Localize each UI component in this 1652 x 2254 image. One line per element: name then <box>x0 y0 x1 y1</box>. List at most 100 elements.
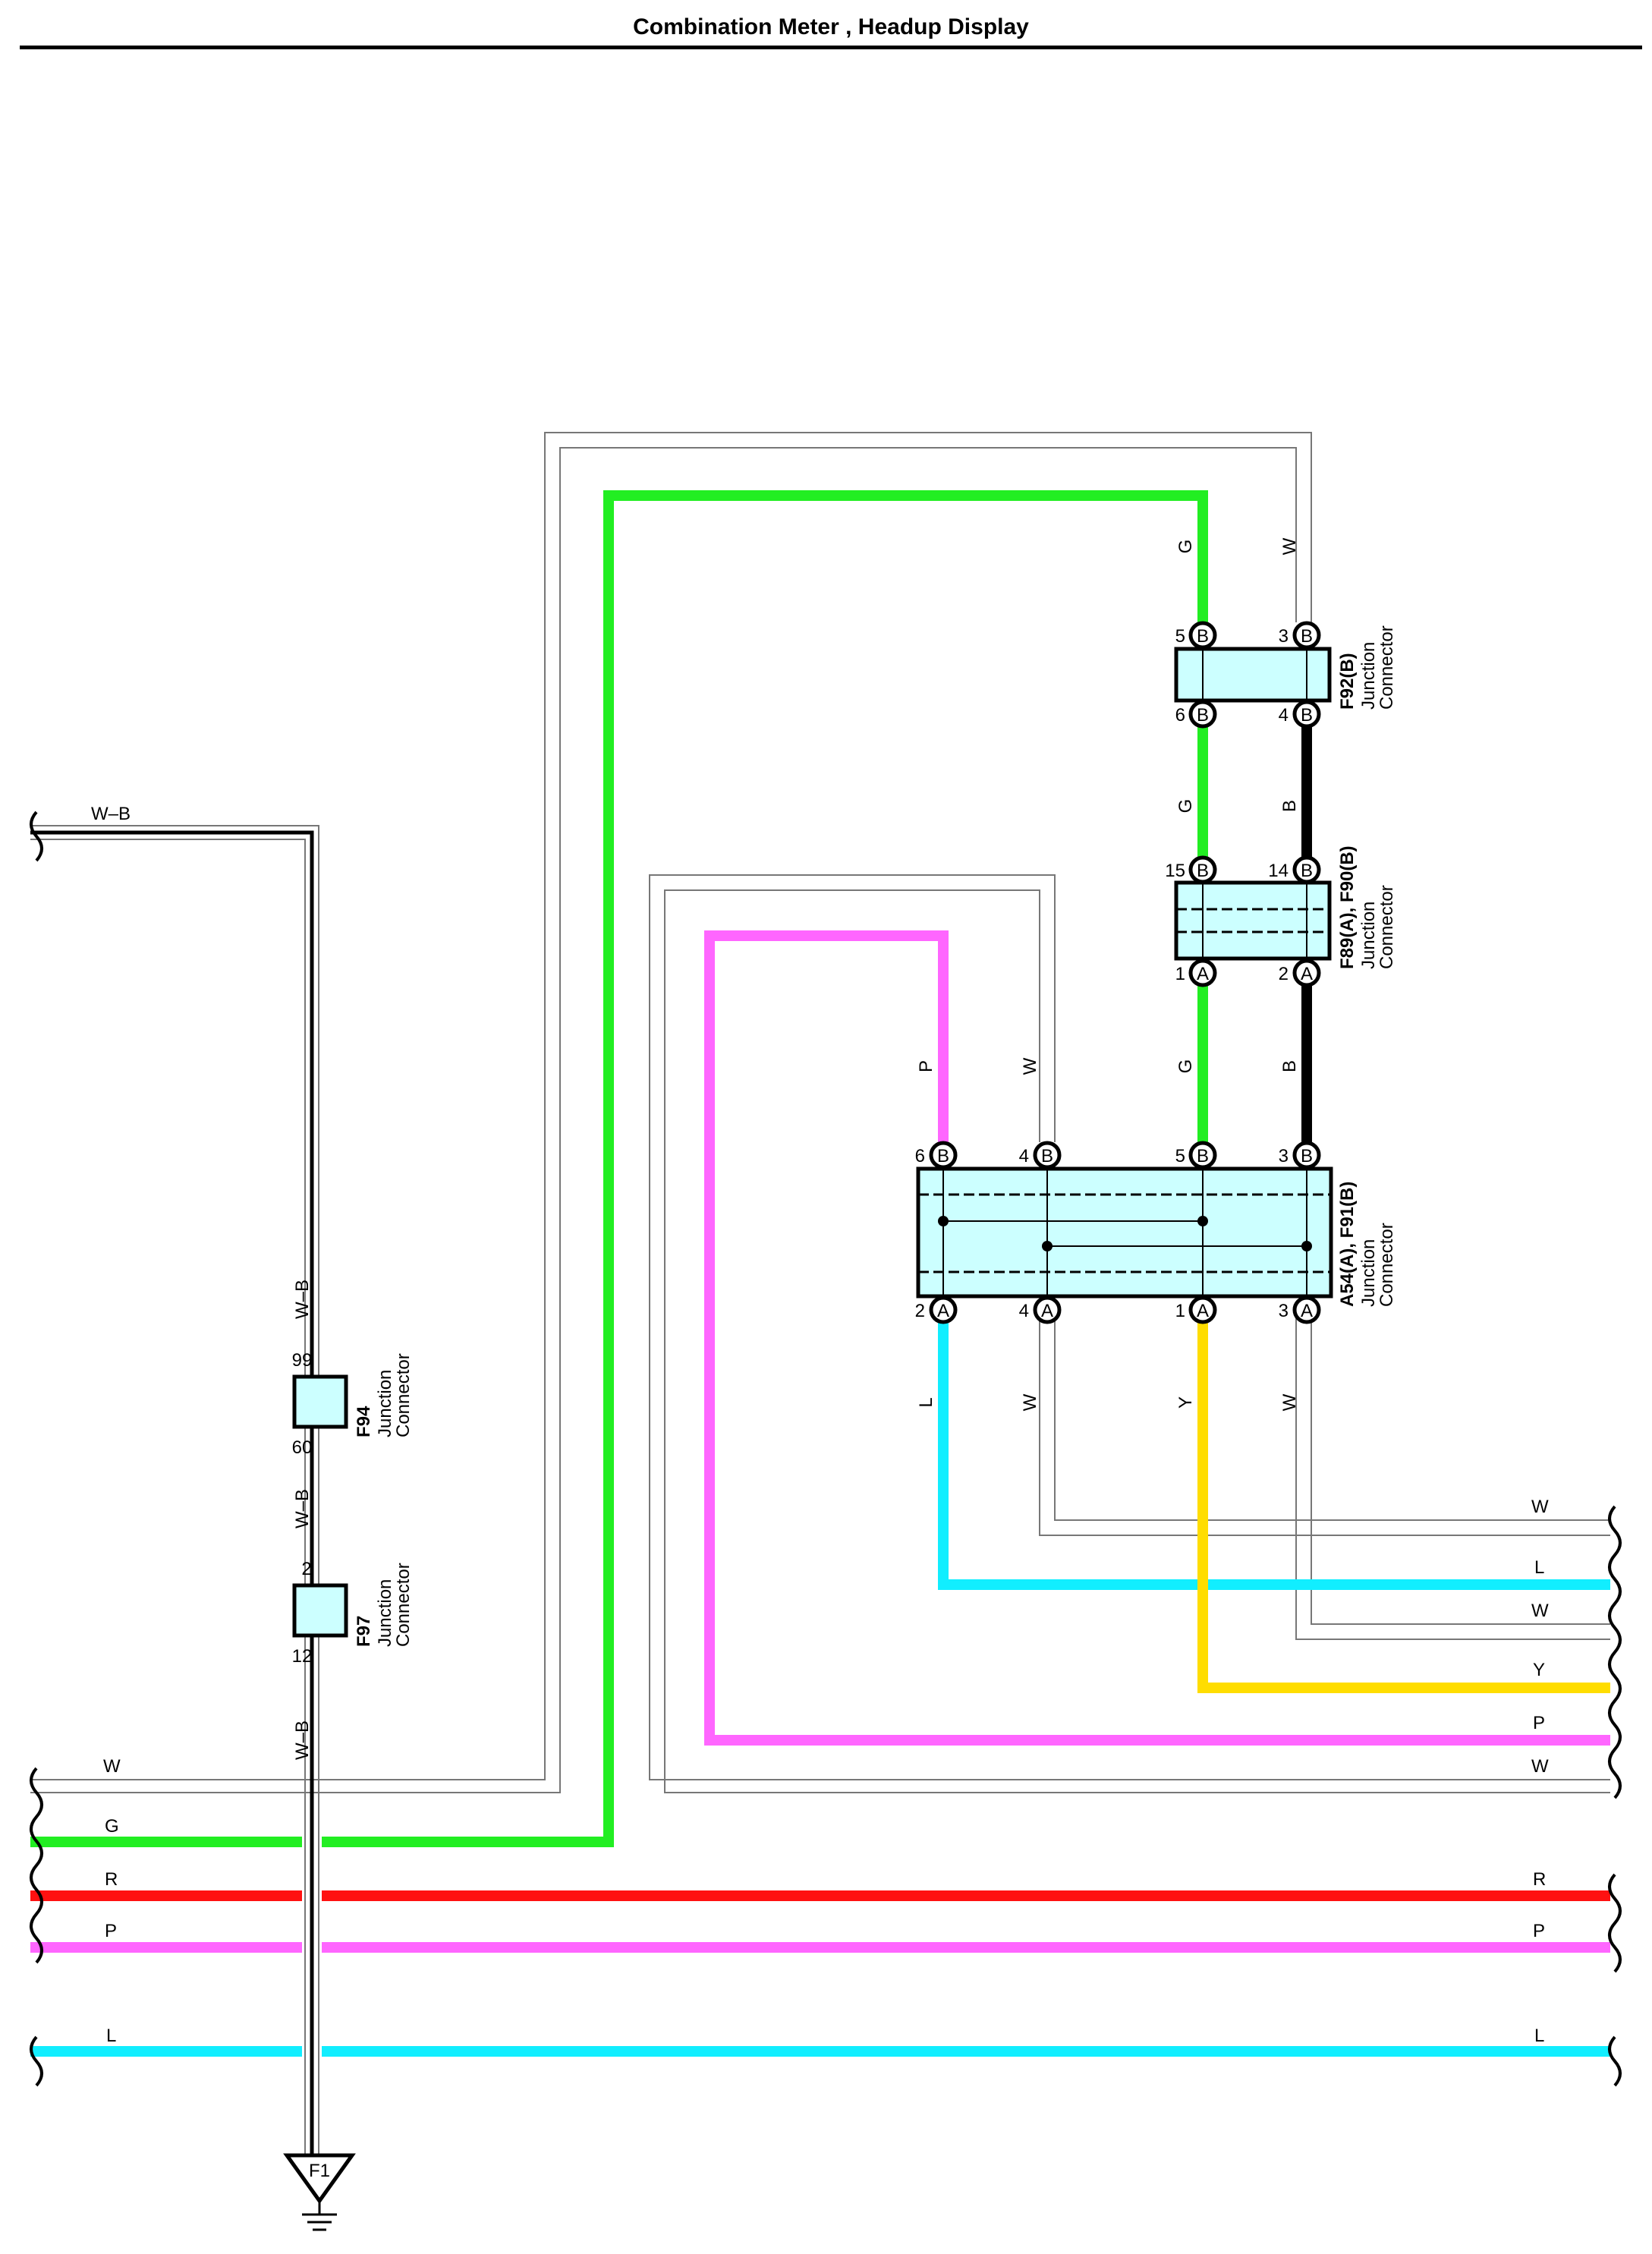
edge-label: P <box>1533 1713 1545 1733</box>
pin-letter: A <box>1197 964 1209 984</box>
wire-w-a54-b3 <box>1311 1313 1610 1625</box>
edge-label: Y <box>1533 1660 1545 1680</box>
pin-number: 15 <box>1165 861 1185 881</box>
connector-names: F92(B) Junction Connector F89(A), F90(B)… <box>354 625 1397 1647</box>
wire-w-a54-b4 <box>1054 1313 1610 1521</box>
connector-type: Junction <box>1358 642 1379 710</box>
wire-label: W <box>1279 537 1300 555</box>
wire-l-a54 <box>938 1313 1610 1590</box>
connector-type: Junction <box>375 1370 395 1437</box>
wire-label: B <box>1279 1060 1300 1072</box>
ground-triangle <box>283 2153 356 2205</box>
wire-label: B <box>1279 800 1300 812</box>
pin-number: 5 <box>1175 1146 1185 1166</box>
wire-g <box>30 490 1208 1847</box>
edge-label: L <box>1534 2026 1544 2046</box>
wire-label: W <box>1020 1393 1040 1411</box>
pin-number: 4 <box>1279 705 1289 726</box>
ground-label: F1 <box>309 2161 330 2181</box>
wire-label: W–B <box>292 1720 313 1760</box>
connector-f97 <box>292 1583 348 1638</box>
wire-label-wb-left: W–B <box>91 804 131 824</box>
pin-letter: B <box>937 1146 949 1166</box>
edge-label: R <box>105 1869 118 1890</box>
pin-letter: A <box>1301 964 1313 984</box>
pin-letter: A <box>1301 1301 1313 1321</box>
wire-w-a54-b3-2 <box>1295 1313 1610 1640</box>
pin-number: 2 <box>301 1559 311 1579</box>
wb-crossovers <box>302 1829 322 2064</box>
wire-w-outer-2 <box>30 447 1297 1793</box>
pin-number: 99 <box>292 1350 313 1371</box>
connector-sub: Connector <box>1377 625 1397 710</box>
right-edge-labels: W L W Y P W R P L <box>1531 1497 1549 2046</box>
pin-letter: A <box>1197 1301 1209 1321</box>
edge-label: P <box>1533 1921 1545 1941</box>
pin-number: 6 <box>915 1146 925 1166</box>
pin-letter: B <box>1197 705 1209 726</box>
wire-label: W–B <box>292 1489 313 1528</box>
wire-label: W–B <box>91 804 131 824</box>
f97-body <box>292 1583 348 1638</box>
wire-label: W–B <box>292 1280 313 1319</box>
wire-w-a54-b4-2 <box>1039 1313 1610 1536</box>
a54-body <box>916 1166 1333 1299</box>
pin-letter: B <box>1301 705 1313 726</box>
pin-letter: B <box>1301 626 1313 647</box>
wire-wb <box>30 825 319 2155</box>
pin-number: 4 <box>1019 1146 1029 1166</box>
pin-number: 14 <box>1268 861 1289 881</box>
connector-name: F97 <box>354 1616 374 1647</box>
edge-label: P <box>105 1921 117 1941</box>
connector-name: F92(B) <box>1337 653 1358 710</box>
edge-label: W <box>1531 1756 1549 1777</box>
white-wires <box>30 432 1610 1793</box>
edge-label: L <box>106 2026 116 2046</box>
wire-label: G <box>1175 1059 1196 1074</box>
pin-number: 6 <box>1175 705 1185 726</box>
connector-f89 <box>1174 880 1332 961</box>
f94-body <box>292 1374 348 1429</box>
pin-number: 1 <box>1175 1301 1185 1321</box>
pin-circles <box>929 621 1321 1324</box>
pin-letter: B <box>1197 626 1209 647</box>
edge-label: W <box>1531 1601 1549 1621</box>
connector-a54 <box>916 1166 1333 1299</box>
connector-name: F94 <box>354 1406 374 1437</box>
pin-number: 5 <box>1175 626 1185 647</box>
pin-letter: B <box>1197 1146 1209 1166</box>
wire-y-a54 <box>1197 1313 1610 1693</box>
wire-label: Y <box>1175 1396 1196 1409</box>
ground-f1: F1 <box>283 2153 356 2231</box>
pin-letters: B B B B B B A A B B B B A A A A <box>937 626 1313 1321</box>
edge-label: R <box>1533 1869 1546 1890</box>
pin-number: 1 <box>1175 964 1185 984</box>
pin-letter: B <box>1197 861 1209 881</box>
connector-type: Junction <box>1358 1239 1379 1307</box>
pin-letter: B <box>1301 861 1313 881</box>
wire-label: P <box>916 1060 936 1072</box>
connector-name: A54(A), F91(B) <box>1337 1182 1358 1307</box>
pin-letter: A <box>937 1301 949 1321</box>
edge-label: L <box>1534 1557 1544 1578</box>
connector-sub: Connector <box>1377 885 1397 969</box>
pin-number: 60 <box>292 1437 313 1458</box>
f92-body <box>1174 647 1332 703</box>
left-edge-labels: W G R P L <box>103 1756 121 2046</box>
connector-sub: Connector <box>393 1353 414 1437</box>
connector-sub: Connector <box>1377 1223 1397 1307</box>
page-header: Combination Meter , Headup Display <box>20 11 1642 49</box>
edge-label: W <box>103 1756 121 1777</box>
pin-number: 2 <box>1279 964 1289 984</box>
pin-number: 12 <box>292 1646 313 1667</box>
wire-label: W <box>1020 1057 1040 1075</box>
wire-label: G <box>1175 799 1196 814</box>
wire-label: G <box>1175 540 1196 554</box>
pin-letter: A <box>1041 1301 1053 1321</box>
wire-w-inner-2 <box>664 889 1610 1793</box>
pin-letter: B <box>1301 1146 1313 1166</box>
pin-number: 3 <box>1279 626 1289 647</box>
wire-w-inner <box>649 874 1610 1780</box>
edge-label: W <box>1531 1497 1549 1517</box>
connector-name: F89(A), F90(B) <box>1337 845 1358 969</box>
